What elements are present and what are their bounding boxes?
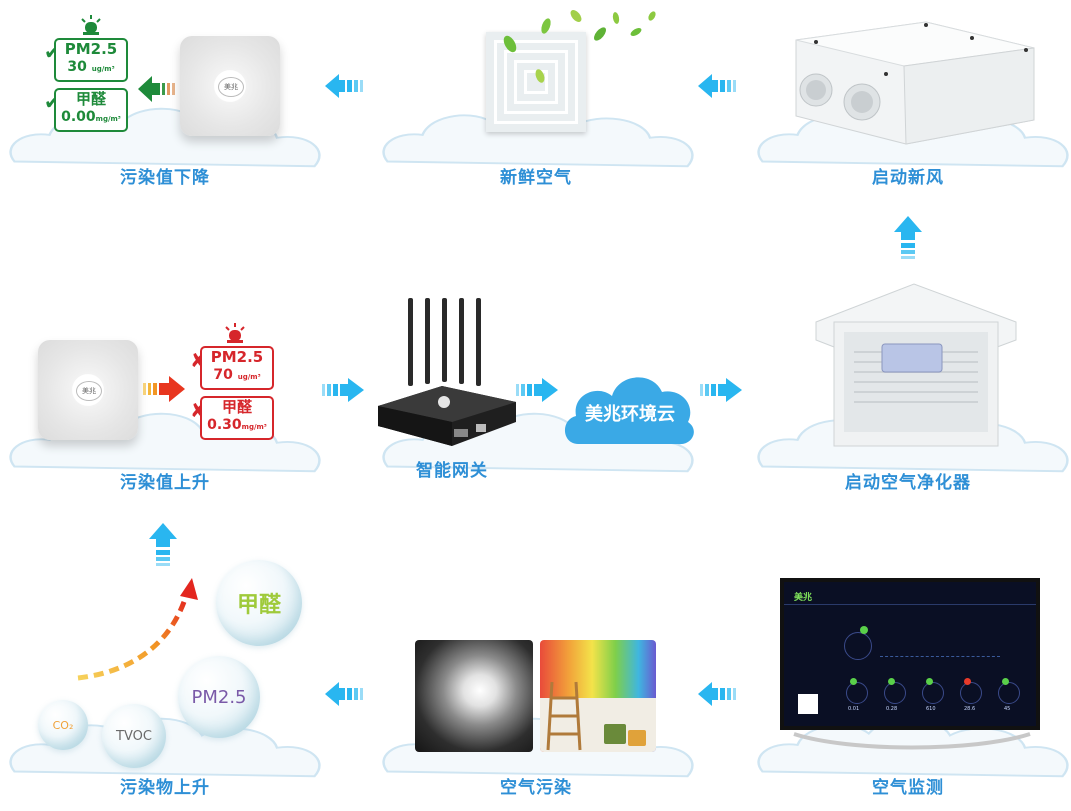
ceiling-diffuser xyxy=(486,32,586,132)
pm25-unit: ug/m³ xyxy=(237,373,261,381)
node-label-pollution-up: 污染值上升 xyxy=(120,473,210,493)
monitor-brand: 美兆 xyxy=(794,593,813,603)
node-label-gateway: 智能网关 xyxy=(416,461,488,481)
ceiling-air-purifier xyxy=(815,283,1017,447)
paint-photo xyxy=(540,640,656,752)
pm25-label: PM2.5 xyxy=(210,348,264,366)
hcho-good-box: 甲醛 0.00mg/m³ xyxy=(54,88,128,132)
bubble-co2-text: CO₂ xyxy=(52,718,74,732)
node-label-start-purifier: 启动空气净化器 xyxy=(845,473,971,493)
bubble-pm25: PM2.5 xyxy=(178,656,260,738)
right-arrow-icon xyxy=(700,378,742,402)
environment-cloud-icon xyxy=(564,377,694,445)
node-label-pollutants-rise: 污染物上升 xyxy=(120,778,210,798)
air-monitor-screen: 美兆 0.01 0.28 610 28.6 45 xyxy=(780,578,1040,730)
cloud-name: 美兆环境云 xyxy=(585,404,675,425)
hcho-bad-box: 甲醛 0.30mg/m³ xyxy=(200,396,274,440)
monitor-reading: 45 xyxy=(1004,706,1011,712)
pm25-good-box: PM2.5 30 ug/m³ xyxy=(54,38,128,82)
node-label-air-pollution: 空气污染 xyxy=(500,778,572,798)
node-label-fresh-air: 新鲜空气 xyxy=(500,168,572,188)
bubble-tvoc: TVOC xyxy=(102,704,166,768)
alarm-icon-red xyxy=(224,322,246,348)
alarm-icon-green xyxy=(80,14,102,40)
right-arrow-icon xyxy=(322,378,364,402)
up-arrow-icon xyxy=(149,523,177,566)
bubble-hcho-text: 甲醛 xyxy=(236,593,281,618)
monitor-reading-circle xyxy=(960,682,982,704)
pm25-unit: ug/m³ xyxy=(91,65,115,73)
orange-arrow-icon xyxy=(143,376,185,402)
left-arrow-icon xyxy=(325,74,363,98)
bubble-pm25-text: PM2.5 xyxy=(191,686,247,708)
node-label-air-monitor: 空气监测 xyxy=(872,778,944,798)
hcho-label: 甲醛 xyxy=(221,398,252,416)
sensor-logo: 美兆 xyxy=(218,77,244,97)
rising-dashed-arrow xyxy=(77,578,198,681)
monitor-reading-circle xyxy=(884,682,906,704)
hcho-label: 甲醛 xyxy=(75,90,106,108)
smart-gateway-router xyxy=(378,298,516,446)
fresh-air-unit xyxy=(795,21,1035,145)
sensor-logo: 美兆 xyxy=(76,381,102,401)
right-arrow-icon xyxy=(516,378,558,402)
monitor-reading-circle xyxy=(922,682,944,704)
hcho-unit: mg/m³ xyxy=(95,115,121,123)
air-sensor-device: 美兆 xyxy=(180,36,280,136)
bubble-tvoc-text: TVOC xyxy=(116,728,152,744)
left-arrow-icon xyxy=(698,682,736,706)
node-label-start-fresh-air: 启动新风 xyxy=(872,168,944,188)
node-label-pollution-down: 污染值下降 xyxy=(120,168,210,188)
left-arrow-icon xyxy=(698,74,736,98)
monitor-reading: 0.01 xyxy=(848,706,860,712)
bubble-co2: CO₂ xyxy=(38,700,88,750)
pm25-bad-box: PM2.5 70 ug/m³ xyxy=(200,346,274,390)
hcho-value: 0.00 xyxy=(61,109,96,125)
pm25-value: 70 xyxy=(213,367,233,383)
air-sensor-device: 美兆 xyxy=(38,340,138,440)
bubble-hcho: 甲醛 xyxy=(216,560,302,646)
monitor-reading: 610 xyxy=(926,706,936,712)
green-arrow-icon xyxy=(138,76,175,102)
smoke-photo xyxy=(415,640,533,752)
monitor-stand xyxy=(793,732,1031,750)
hcho-unit: mg/m³ xyxy=(241,423,267,431)
monitor-reading: 28.6 xyxy=(964,706,976,712)
monitor-reading: 0.28 xyxy=(886,706,898,712)
monitor-reading-circle xyxy=(846,682,868,704)
hcho-value: 0.30 xyxy=(207,417,242,433)
left-arrow-icon xyxy=(325,682,363,706)
monitor-reading-circle xyxy=(998,682,1020,704)
up-arrow-icon xyxy=(894,216,922,259)
pm25-label: PM2.5 xyxy=(64,40,118,58)
pm25-value: 30 xyxy=(67,59,87,75)
leaf-icon xyxy=(503,10,656,83)
